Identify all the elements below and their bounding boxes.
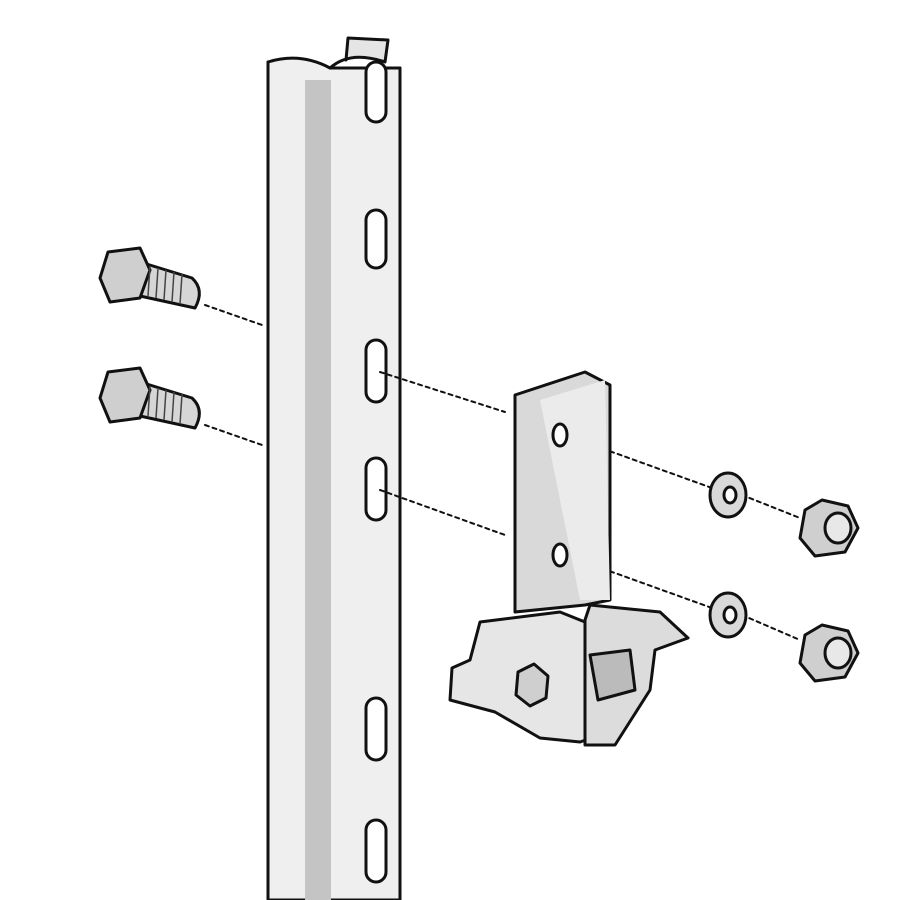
washer [708,471,748,519]
hex-nut [798,623,860,683]
bolt-threads [147,265,183,425]
hex-bolt [98,246,201,310]
post-slots [364,60,388,884]
upright-post [266,36,402,900]
hex-nut [798,498,860,558]
bracket [448,370,690,747]
washer [708,591,748,639]
hex-bolt [98,366,201,430]
